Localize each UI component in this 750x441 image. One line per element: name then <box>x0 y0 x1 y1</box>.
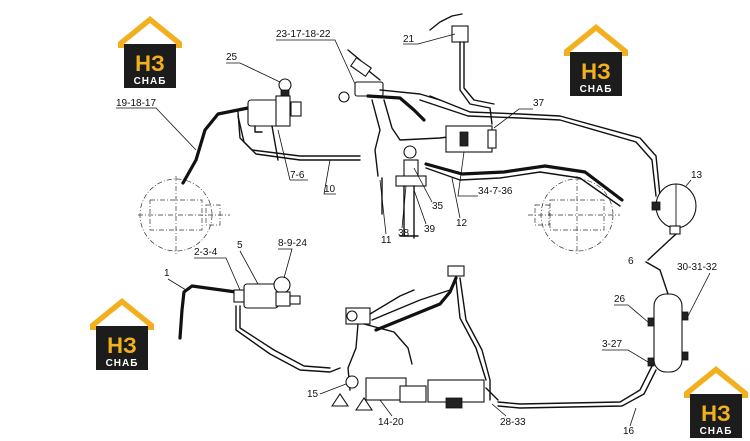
callout-label: 39 <box>424 224 436 235</box>
logo-letters: НЗ <box>107 333 137 358</box>
callout-label: 25 <box>226 52 238 63</box>
callout-label: 19-18-17 <box>116 98 156 109</box>
logo-subtitle: СНАБ <box>580 84 613 95</box>
callout-30-31-32: 30-31-32 <box>677 262 717 317</box>
callout-16: 16 <box>623 407 637 437</box>
callout-label: 16 <box>623 426 635 437</box>
callout-23-17-18-22: 23-17-18-22 <box>276 29 356 85</box>
callout-1: 1 <box>164 268 187 291</box>
callout-12: 12 <box>451 177 468 229</box>
watermark-logo: НЗ СНАБ <box>564 24 628 96</box>
logo-subtitle: СНАБ <box>700 426 733 437</box>
front-left-axle-outline <box>138 176 230 254</box>
callout-label: 1 <box>164 268 170 279</box>
callout-15: 15 <box>307 383 347 400</box>
callout-10: 10 <box>323 159 336 195</box>
callout-39: 39 <box>413 189 436 235</box>
callout-11: 11 <box>379 179 392 246</box>
callout-21: 21 <box>403 33 456 45</box>
callout-25: 25 <box>226 52 281 83</box>
callout-19-18-17: 19-18-17 <box>116 98 197 151</box>
callout-14-20: 14-20 <box>378 399 404 428</box>
callout-label: 15 <box>307 389 319 400</box>
logo-letters: НЗ <box>701 401 731 426</box>
callout-label: 23-17-18-22 <box>276 29 331 40</box>
callout-label: 35 <box>432 201 444 212</box>
logo-letters: НЗ <box>135 51 165 76</box>
callout-label: 21 <box>403 34 415 45</box>
callout-5: 5 <box>237 240 259 285</box>
callout-label: 34-7-36 <box>478 186 513 197</box>
callout-label: 10 <box>324 184 336 195</box>
logo-subtitle: СНАБ <box>134 76 167 87</box>
callout-label: 28-33 <box>500 417 526 428</box>
callout-7-6: 7-6 <box>277 129 308 181</box>
callout-label: 11 <box>381 235 392 246</box>
callout-label: 37 <box>533 98 545 109</box>
callout-label: 6 <box>628 256 634 267</box>
callout-35: 35 <box>413 167 444 212</box>
callout-2-3-4: 2-3-4 <box>194 247 241 291</box>
callout-37: 37 <box>493 98 545 129</box>
logo-letters: НЗ <box>581 59 611 84</box>
callout-label: 38 <box>398 228 410 239</box>
callout-26: 26 <box>614 294 649 323</box>
callout-label: 12 <box>456 218 468 229</box>
logo-subtitle: СНАБ <box>106 358 139 369</box>
callout-label: 8-9-24 <box>278 238 307 249</box>
callout-6: 6 <box>628 256 634 267</box>
callout-3-27: 3-27 <box>602 339 649 363</box>
upper-circuit <box>181 13 697 261</box>
callout-34-7-36: 34-7-36 <box>457 151 513 197</box>
watermark-logo: НЗ СНАБ <box>684 366 748 438</box>
callout-label: 30-31-32 <box>677 262 717 273</box>
watermark-logo: НЗ СНАБ <box>118 16 182 88</box>
callout-13: 13 <box>685 170 703 187</box>
lower-circuit <box>178 261 689 411</box>
callout-28-33: 28-33 <box>491 403 526 428</box>
callout-label: 26 <box>614 294 626 305</box>
callout-label: 2-3-4 <box>194 247 218 258</box>
callout-label: 3-27 <box>602 339 622 350</box>
front-right-axle-outline <box>528 176 620 254</box>
callout-8-9-24: 8-9-24 <box>278 238 307 279</box>
watermark-logo: НЗ СНАБ <box>90 298 154 370</box>
callout-label: 13 <box>691 170 703 181</box>
callout-38: 38 <box>398 185 410 239</box>
callout-label: 14-20 <box>378 417 404 428</box>
callout-label: 7-6 <box>290 170 305 181</box>
callout-label: 5 <box>237 240 243 251</box>
